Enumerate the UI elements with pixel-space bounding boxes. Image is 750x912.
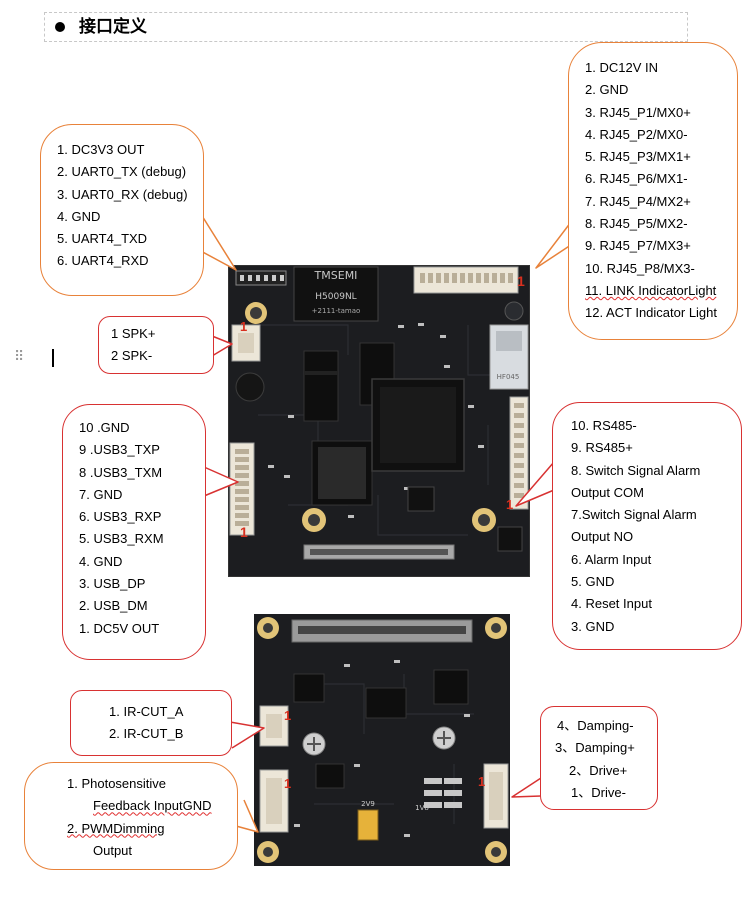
pin-label: 9. RJ45_P7/MX3+: [585, 238, 691, 254]
pin-one-marker: 1: [478, 774, 485, 789]
page-title: 接口定义: [79, 17, 147, 37]
pin-label: 2. USB_DM: [79, 598, 148, 614]
pin-label: 7. RJ45_P4/MX2+: [585, 193, 691, 209]
pin-label: Output COM: [571, 484, 644, 500]
pin-label: 1. DC12V IN: [585, 60, 658, 75]
pin-label: 5. RJ45_P3/MX1+: [585, 149, 691, 165]
pin-label: 5. GND: [571, 574, 615, 590]
callout-rs485-pinout: 10. RS485- 9. RS485+ 8. Switch Signal Al…: [552, 402, 742, 650]
pin-label: 2. IR-CUT_B: [109, 726, 184, 742]
callout-damping-pinout: 4、Damping- 3、Damping+ 2、Drive+ 1、Drive-: [540, 706, 658, 810]
pin-label: 3. USB_DP: [79, 576, 146, 592]
pin-label: 1 SPK+: [111, 326, 156, 341]
bullet-icon: [55, 22, 65, 32]
silk-label: 2V9: [361, 800, 375, 808]
chip-label: H5009NL: [315, 292, 356, 302]
pin-label: Output: [93, 842, 133, 858]
pin-label: 7. GND: [79, 486, 123, 502]
pin-label: 12. ACT Indicator Light: [585, 305, 718, 321]
pin-label: Output NO: [571, 529, 634, 545]
pin-label: 3. GND: [571, 618, 615, 634]
chip-label: TMSEMI: [314, 269, 358, 282]
pin-label: 4. GND: [57, 208, 101, 224]
pin-label: 2. GND: [585, 82, 629, 98]
section-heading: 接口定义: [44, 12, 688, 42]
pin-label: 9. RS485+: [571, 440, 633, 456]
pin-label: 5. USB3_RXM: [79, 531, 164, 547]
pin-label: 3. UART0_RX (debug): [57, 186, 188, 202]
pin-label: 1. DC3V3 OUT: [57, 142, 145, 157]
pin-label: 6. RJ45_P6/MX1-: [585, 171, 688, 187]
pin-label: 4. Reset Input: [571, 596, 652, 612]
rj-label: HF045: [497, 373, 520, 381]
pin-label: 6. UART4_RXD: [57, 253, 149, 269]
pin-label: 10 .GND: [79, 420, 130, 435]
callout-usb-pinout: 10 .GND 9 .USB3_TXP 8 .USB3_TXM 7. GND 6…: [62, 404, 206, 660]
silk-label: 1V8: [415, 804, 429, 812]
pin-label: 5. UART4_TXD: [57, 231, 148, 247]
pin-one-marker: 1: [506, 497, 513, 512]
callout-photo-pinout: 1. Photosensitive Feedback InputGND 2. P…: [24, 762, 238, 870]
pin-label: 8. Switch Signal Alarm: [571, 462, 701, 478]
pin-label: 2、Drive+: [569, 762, 628, 778]
callout-speaker-pinout: 1 SPK+ 2 SPK-: [98, 316, 214, 374]
pin-label: 2. PWMDimming: [67, 820, 165, 836]
pin-label: 10. RJ45_P8/MX3-: [585, 260, 695, 276]
pin-label: 6. Alarm Input: [571, 551, 652, 567]
callout-ircut-pinout: 1. IR-CUT_A 2. IR-CUT_B: [70, 690, 232, 756]
pin-one-marker: 1: [517, 273, 525, 289]
pin-label: 4. RJ45_P2/MX0-: [585, 126, 688, 142]
pin-one-marker: 1: [284, 708, 291, 723]
board-top-image: TMSEMI H5009NL +2111-tamao 1 1 HF045 1 1: [228, 265, 530, 577]
drag-handle-icon[interactable]: ⠿: [14, 348, 25, 364]
pin-label: 2 SPK-: [111, 348, 153, 364]
pin-label: 1. DC5V OUT: [79, 620, 160, 636]
chip-label: +2111-tamao: [312, 307, 361, 315]
pin-label: 6. USB3_RXP: [79, 509, 162, 525]
pin-label: 7.Switch Signal Alarm: [571, 507, 697, 523]
pin-label: 11. LINK IndicatorLight: [585, 282, 717, 298]
pin-label: 1、Drive-: [571, 784, 626, 800]
pin-one-marker: 1: [240, 319, 247, 334]
pin-label: 4、Damping-: [557, 718, 634, 733]
pin-label: Feedback InputGND: [93, 798, 212, 814]
pin-label: 2. UART0_TX (debug): [57, 164, 187, 180]
pin-label: 1. IR-CUT_A: [109, 704, 184, 719]
pin-label: 3、Damping+: [555, 740, 635, 756]
pin-one-marker: 1: [240, 524, 248, 540]
pin-label: 1. Photosensitive: [67, 776, 167, 791]
pin-label: 9 .USB3_TXP: [79, 442, 160, 458]
pin-label: 10. RS485-: [571, 418, 637, 433]
pin-label: 4. GND: [79, 553, 123, 569]
pin-one-marker: 1: [284, 776, 291, 791]
pin-label: 3. RJ45_P1/MX0+: [585, 104, 691, 120]
callout-uart-pinout: 1. DC3V3 OUT 2. UART0_TX (debug) 3. UART…: [40, 124, 204, 296]
board-bottom-image: 1 1 1 2V9 1V8: [254, 614, 510, 866]
pin-label: 8. RJ45_P5/MX2-: [585, 216, 688, 232]
pin-label: 8 .USB3_TXM: [79, 464, 163, 480]
callout-dc12v-pinout: 1. DC12V IN 2. GND 3. RJ45_P1/MX0+ 4. RJ…: [568, 42, 738, 340]
text-cursor: [52, 349, 54, 367]
